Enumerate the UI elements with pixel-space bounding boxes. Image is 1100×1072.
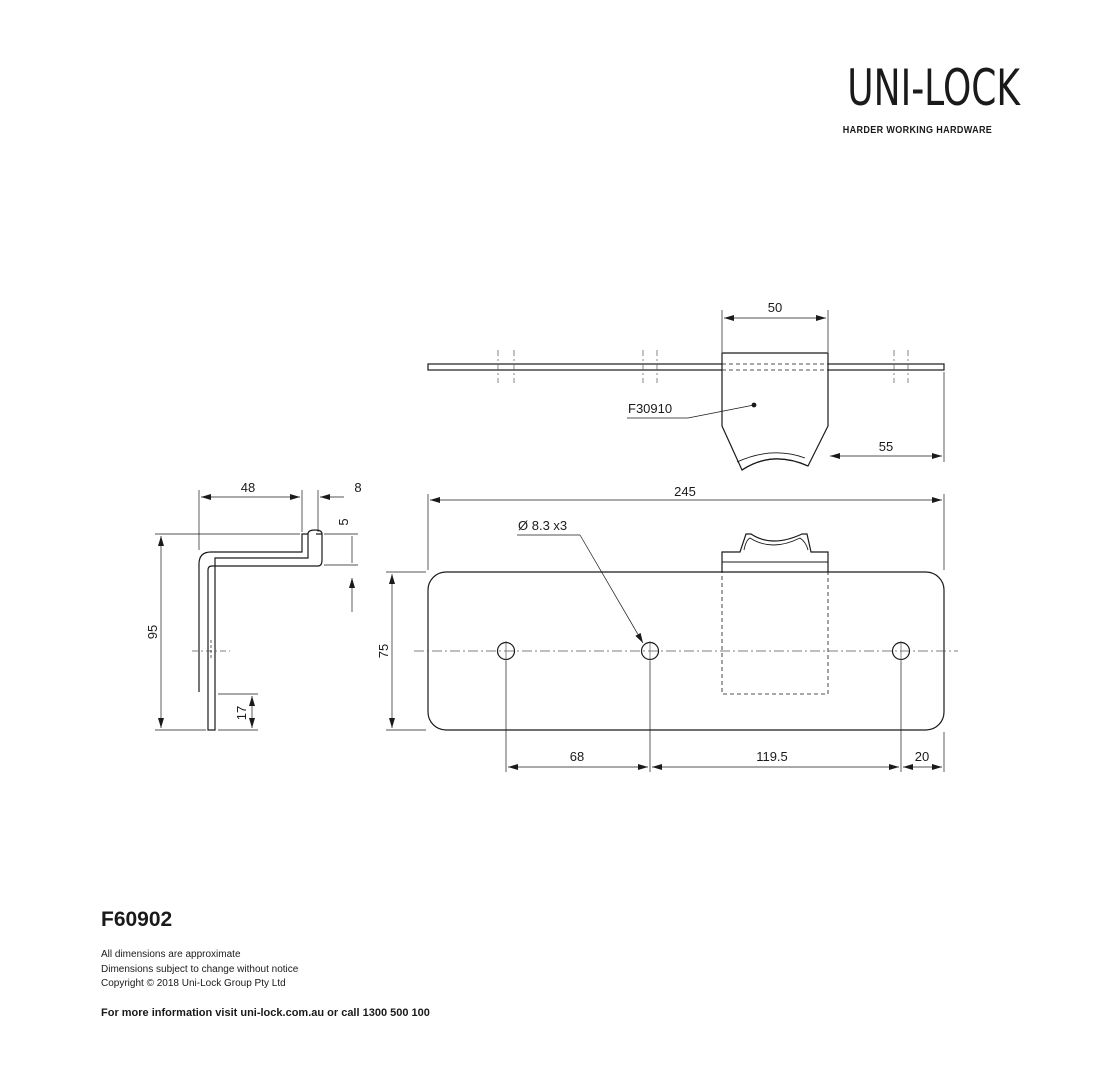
dim-edge: 20 — [915, 749, 929, 764]
dim-side-hook: 5 — [336, 518, 351, 525]
top-view — [427, 310, 945, 471]
dim-front-height: 75 — [376, 644, 391, 658]
side-view — [155, 490, 358, 731]
dim-front-length: 245 — [674, 484, 696, 499]
footer-note: Dimensions subject to change without not… — [101, 963, 299, 975]
footer: F60902 All dimensions are approximate Di… — [101, 908, 430, 1019]
brand-logo: UNI-LOCK HARDER WORKING HARDWARE — [820, 58, 1020, 136]
part-label: F30910 — [628, 401, 672, 416]
dim-side-height: 95 — [145, 625, 160, 639]
dim-side-depth: 48 — [241, 480, 255, 495]
front-view — [386, 494, 958, 772]
footer-note: All dimensions are approximate — [101, 949, 241, 960]
product-code: F60902 — [101, 908, 173, 931]
dim-top-offset: 55 — [879, 439, 893, 454]
front-view-bracket — [721, 533, 829, 572]
side-view-profile — [198, 533, 323, 731]
dim-top-width: 50 — [768, 300, 782, 315]
dim-hole-2: 119.5 — [756, 749, 788, 764]
brand-tagline: HARDER WORKING HARDWARE — [842, 124, 993, 136]
hole-spec: Ø 8.3 x3 — [518, 518, 567, 533]
contact-info: For more information visit uni-lock.com.… — [101, 1006, 430, 1019]
dim-hole-1: 68 — [570, 749, 584, 764]
footer-note: Copyright © 2018 Uni-Lock Group Pty Ltd — [101, 978, 286, 989]
dim-side-bottom: 17 — [234, 706, 249, 720]
top-view-plate — [427, 363, 945, 371]
dim-side-lip: 8 — [354, 480, 361, 495]
